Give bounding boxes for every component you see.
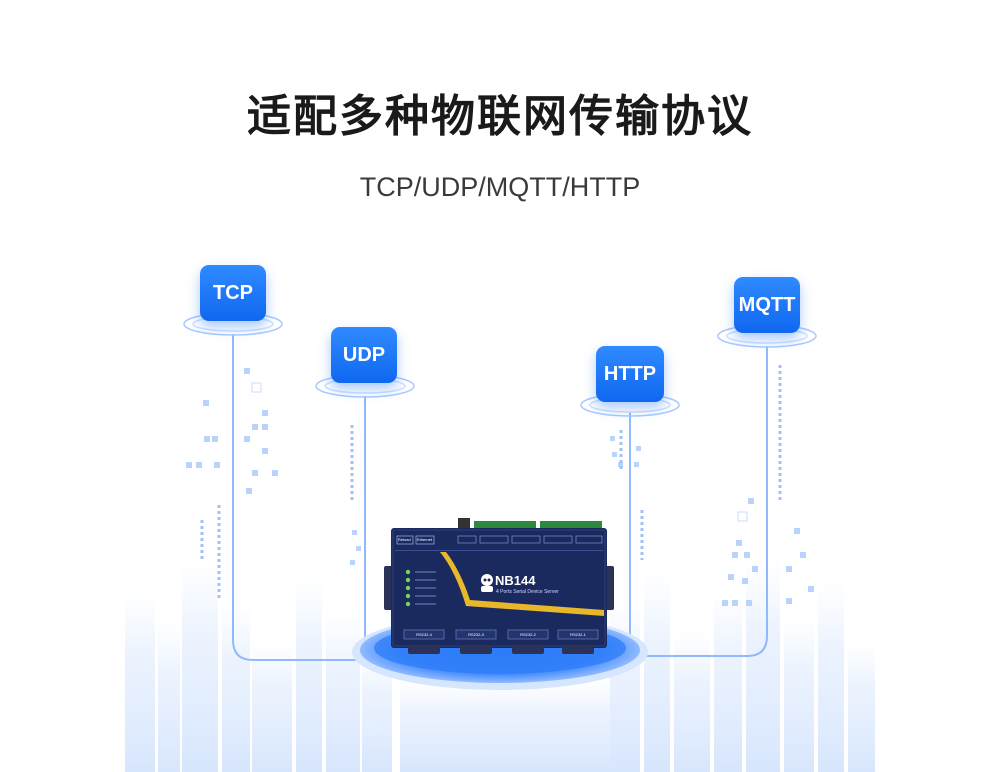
protocol-tag-mqtt: MQTT <box>734 277 800 333</box>
protocol-tag-http: HTTP <box>596 346 664 402</box>
device-label-reload: Reload <box>398 537 411 542</box>
page-subtitle: TCP/UDP/MQTT/HTTP <box>359 172 641 202</box>
city-skyline <box>125 555 875 772</box>
tag-pads <box>183 312 817 417</box>
decor-outline-squares <box>251 382 748 522</box>
robot-logo-icon <box>481 574 493 592</box>
port-label-rs232-2: RS232-2 <box>520 632 536 637</box>
protocol-tag-udp: UDP <box>331 327 397 383</box>
page-title: 适配多种物联网传输协议 <box>247 91 753 142</box>
port-label-rs232-1: RS232-1 <box>570 632 586 637</box>
device-description: 4 Ports Serial Device Server <box>496 589 559 595</box>
port-label-rs232-3: RS232-3 <box>468 632 484 637</box>
protocol-tag-tcp: TCP <box>200 265 266 321</box>
decor-dots <box>186 368 814 606</box>
data-streaks <box>200 365 782 600</box>
port-label-rs232-4: RS232-4 <box>416 632 432 637</box>
connection-lines <box>232 334 768 661</box>
device-model: NB144 <box>495 573 536 588</box>
device-body <box>384 518 614 654</box>
device-label-ethernet: Ethernet <box>417 537 433 542</box>
